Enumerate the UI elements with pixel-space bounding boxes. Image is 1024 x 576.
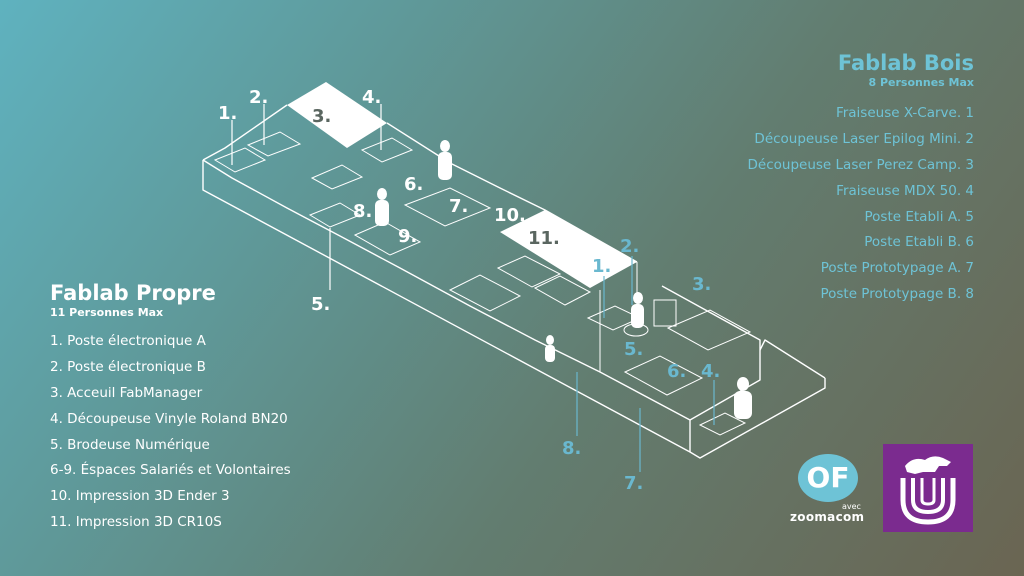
- building-walls: [202, 104, 826, 459]
- plan-label-bois-3: 3.: [692, 274, 711, 295]
- legend-item: 2. Poste électronique B: [50, 358, 206, 375]
- zone-accueil-floor: [287, 82, 387, 148]
- of-logo-mark: OF: [798, 454, 858, 502]
- plan-label-bois-2: 2.: [620, 236, 639, 257]
- legend-item: Découpeuse Laser Epilog Mini. 2: [754, 130, 974, 147]
- plan-label-propre-3: 3.: [312, 106, 331, 127]
- legend-item: Fraiseuse X-Carve. 1: [835, 105, 974, 121]
- plan-label-propre-1: 1.: [218, 103, 237, 124]
- logo-zoomacom-text: zoomacom: [790, 510, 865, 524]
- fablab-propre-legend: Fablab Propre 11 Personnes Max 1. Poste …: [50, 282, 291, 536]
- plan-label-bois-1: 1.: [592, 256, 611, 277]
- legend-item: 1. Poste électronique A: [50, 333, 206, 349]
- plan-label-propre-10: 10.: [494, 205, 526, 226]
- furniture: [213, 131, 752, 436]
- legend-item: 11. Impression 3D CR10S: [50, 514, 222, 531]
- plan-label-bois-6: 6.: [667, 361, 686, 382]
- legend-item: Fraiseuse MDX 50. 4: [836, 182, 974, 199]
- plan-label-bois-4: 4.: [701, 361, 720, 382]
- legend-item: 6-9. Éspaces Salariés et Volontaires: [50, 462, 291, 479]
- plan-label-propre-2: 2.: [249, 87, 268, 108]
- logo-avec-text: avec: [842, 502, 861, 511]
- plan-labels-propre: 1. 2. 3. 4. 5. 6. 7. 8. 9. 10. 11.: [218, 87, 560, 315]
- legend-item: Découpeuse Laser Perez Camp. 3: [747, 156, 974, 173]
- plan-label-propre-8: 8.: [353, 201, 372, 222]
- person-figures: [375, 140, 752, 419]
- legend-item: 10. Impression 3D Ender 3: [50, 488, 230, 505]
- plan-label-propre-5: 5.: [311, 294, 330, 315]
- plan-labels-bois: 1. 2. 3. 4. 5. 6. 7. 8.: [562, 236, 720, 494]
- plan-label-bois-5: 5.: [624, 339, 643, 360]
- plan-label-propre-6: 6.: [404, 174, 423, 195]
- fablab-bois-list: Fraiseuse X-Carve. 1 Découpeuse Laser Ep…: [748, 101, 974, 308]
- legend-item: 4. Découpeuse Vinyle Roland BN20: [50, 410, 288, 427]
- fablab-bois-legend: Fablab Bois 8 Personnes Max Fraiseuse X-…: [748, 52, 974, 308]
- legend-item: Poste Etabli B. 6: [864, 234, 974, 251]
- legend-item: 5. Brodeuse Numérique: [50, 436, 210, 453]
- legend-item: Poste Prototypage A. 7: [820, 260, 974, 277]
- plan-label-bois-8: 8.: [562, 438, 581, 459]
- legend-item: Poste Etabli A. 5: [864, 208, 974, 225]
- zoomacom-logo: OF avec zoomacom: [790, 454, 870, 524]
- lion-shield-icon: [900, 456, 956, 525]
- legend-item: 3. Acceuil FabManager: [50, 384, 203, 401]
- plan-label-bois-7: 7.: [624, 473, 643, 494]
- plan-label-propre-7: 7.: [449, 196, 468, 217]
- zone-impression-floor: [500, 210, 637, 288]
- fablab-propre-capacity: 11 Personnes Max: [50, 306, 164, 319]
- legend-item: Poste Prototypage B. 8: [820, 286, 974, 303]
- university-lion-logo: [883, 444, 973, 532]
- fablab-bois-title: Fablab Bois: [837, 51, 974, 75]
- fablab-propre-list: 1. Poste électronique A 2. Poste électro…: [50, 329, 291, 536]
- plan-label-propre-11: 11.: [528, 228, 560, 249]
- fablab-bois-capacity: 8 Personnes Max: [868, 76, 975, 89]
- plan-label-propre-9: 9.: [398, 226, 417, 247]
- plan-label-propre-4: 4.: [362, 87, 381, 108]
- leader-lines: [231, 104, 715, 472]
- fablab-propre-title: Fablab Propre: [50, 281, 216, 305]
